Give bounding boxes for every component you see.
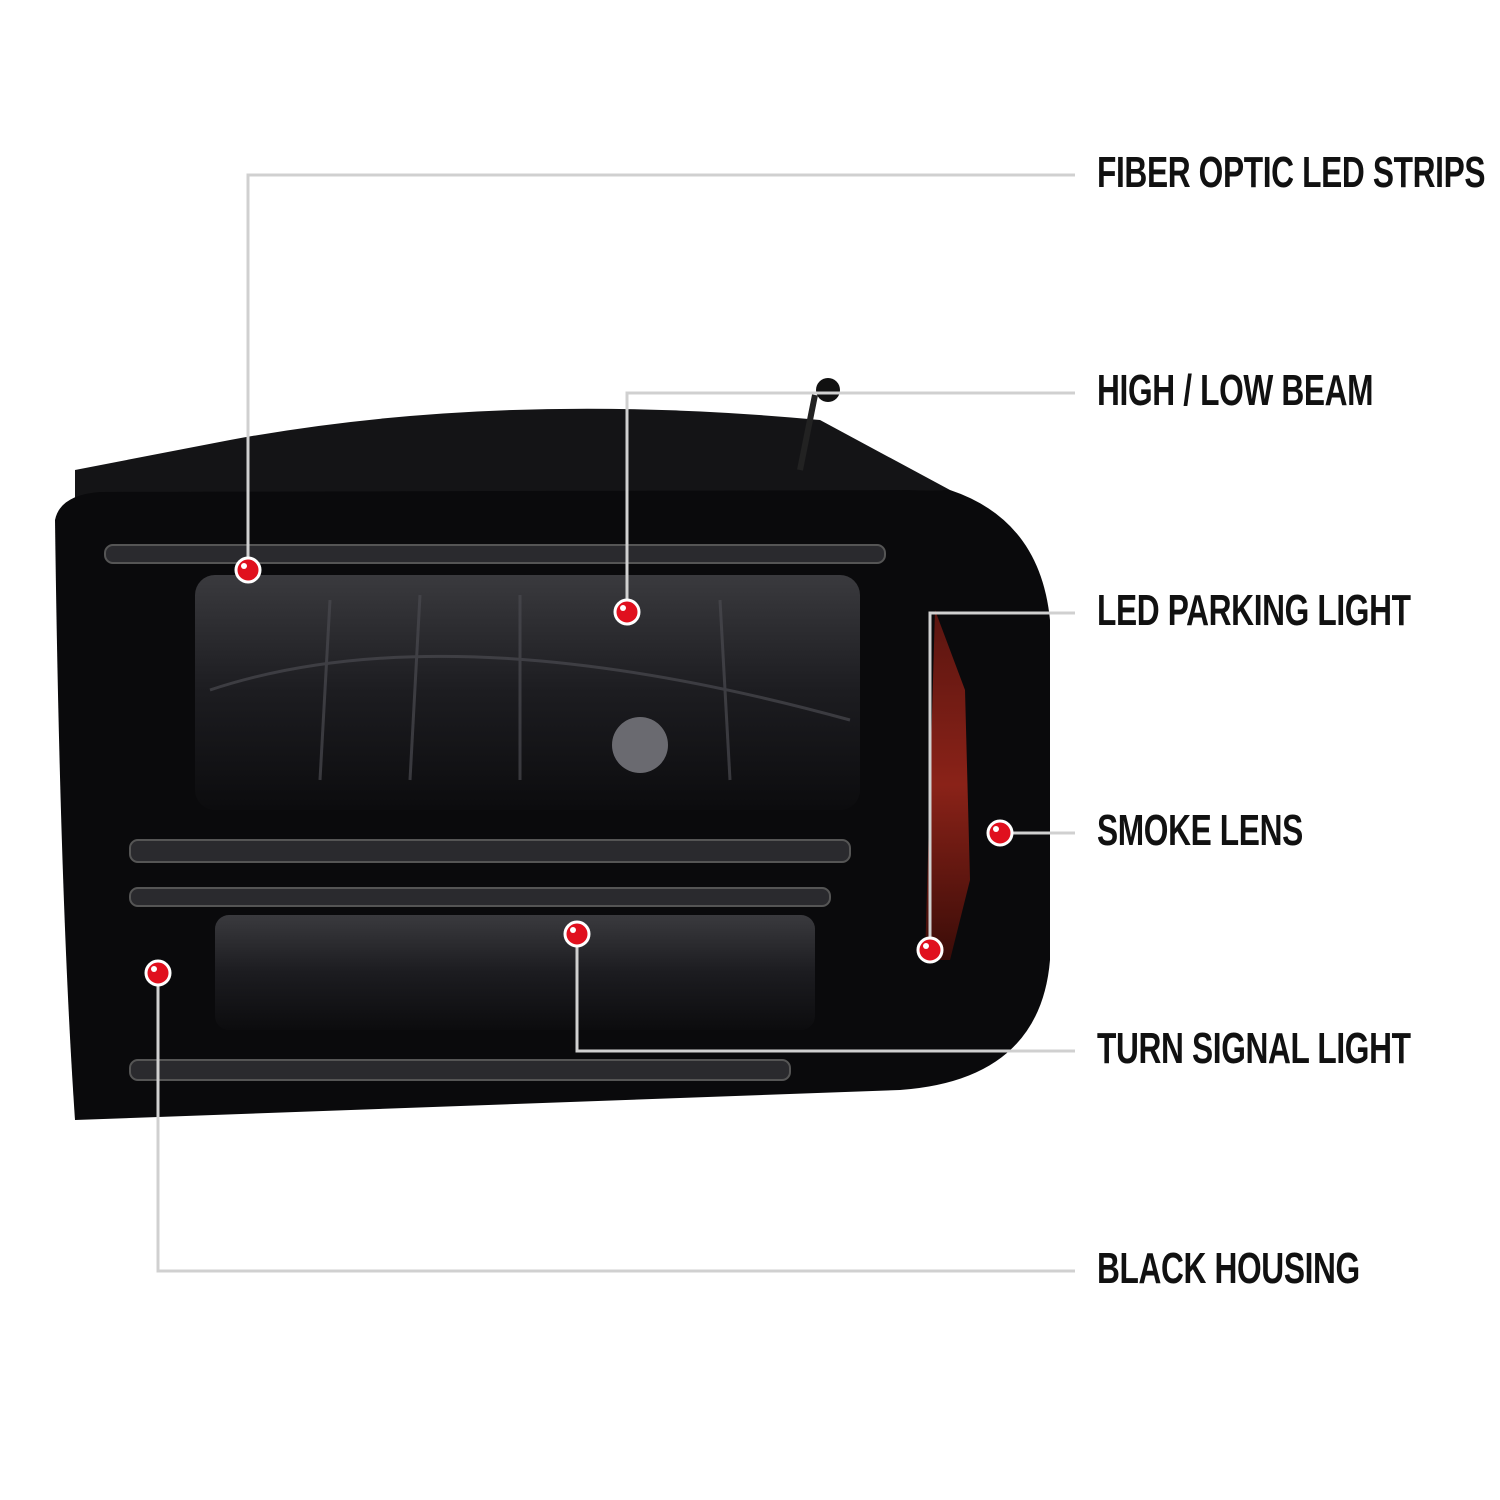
label-smoke-lens: SMOKE LENS [1097,806,1303,855]
marker-dots [144,556,1014,987]
marker-dot-parking-light [916,936,944,964]
led-strip-bottom [129,1059,791,1081]
label-high-low-beam: HIGH / LOW BEAM [1097,366,1374,415]
high-low-beam-lens [195,575,860,810]
parking-light-reflector [925,610,970,960]
leader-line-high-low-beam [625,391,1075,612]
label-turn-signal-light: TURN SIGNAL LIGHT [1097,1024,1411,1073]
led-strip-middle [129,839,851,863]
leader-line-turn-signal [575,934,1075,1053]
marker-dot-smoke-lens [986,819,1014,847]
leader-lines [156,173,1075,1273]
marker-dot-turn-signal [563,920,591,948]
led-strip-top [104,544,886,564]
marker-dot-fiber-optic [234,556,262,584]
marker-dot-black-housing [144,959,172,987]
label-black-housing: BLACK HOUSING [1097,1244,1360,1293]
housing-top [75,408,950,500]
turn-signal-lens [215,915,815,1030]
led-strip-lower [129,887,831,907]
leader-line-fiber-optic [246,173,1075,570]
marker-dot-high-low-beam [613,598,641,626]
label-led-parking-light: LED PARKING LIGHT [1097,586,1411,635]
leader-line-black-housing [156,973,1075,1273]
leader-line-parking-light [928,611,1075,950]
label-fiber-optic-led-strips: FIBER OPTIC LED STRIPS [1097,148,1486,197]
